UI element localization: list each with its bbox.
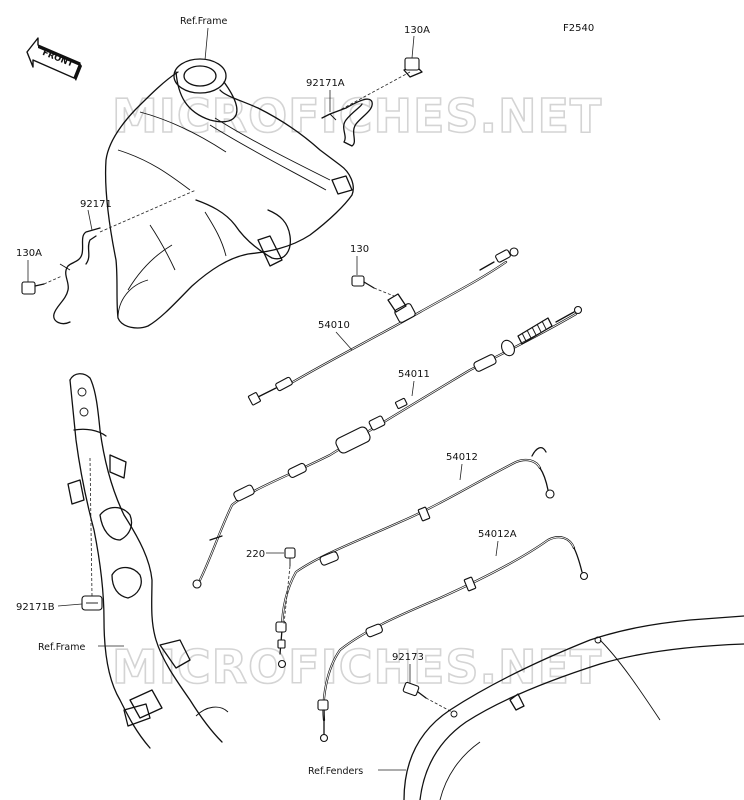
- label-92171: 92171: [80, 199, 112, 210]
- clamp-92171: [53, 227, 101, 325]
- ref-fenders-label: Ref.Fenders: [308, 766, 363, 777]
- part-92173: [402, 681, 427, 699]
- front-arrow-icon: FRONT: [26, 37, 82, 81]
- label-220: 220: [246, 549, 265, 560]
- frame-lower-drawing: [67, 373, 229, 749]
- label-54012a: 54012A: [478, 529, 517, 540]
- watermark-bottom: MICROFICHES.NET: [112, 640, 602, 694]
- label-92171a: 92171A: [306, 78, 345, 89]
- label-130a-top: 130A: [404, 25, 430, 36]
- label-92171b: 92171B: [16, 602, 55, 613]
- cable-54010: [247, 247, 519, 406]
- ref-frame-top-label: Ref.Frame: [180, 16, 227, 27]
- bolt-130: [351, 275, 375, 289]
- label-54010: 54010: [318, 320, 350, 331]
- fender-drawing: [403, 615, 744, 800]
- label-130: 130: [350, 244, 369, 255]
- label-54012: 54012: [446, 452, 478, 463]
- cable-54011: [192, 305, 583, 589]
- ref-frame-bottom-label: Ref.Frame: [38, 642, 85, 653]
- frame-upper-drawing: [104, 58, 354, 329]
- figure-code: F2540: [563, 23, 594, 34]
- label-92173: 92173: [392, 652, 424, 663]
- bolt-130a-left: [21, 281, 45, 295]
- cable-54012: [275, 447, 555, 669]
- part-220: [284, 547, 296, 566]
- clamp-92171a: [321, 98, 373, 147]
- label-54011: 54011: [398, 369, 430, 380]
- clamp-92171b: [81, 595, 103, 611]
- label-130a-left: 130A: [16, 248, 42, 259]
- watermark-top: MICROFICHES.NET: [112, 89, 602, 143]
- bolt-130a-top: [403, 57, 423, 78]
- cable-54012a: [317, 536, 589, 743]
